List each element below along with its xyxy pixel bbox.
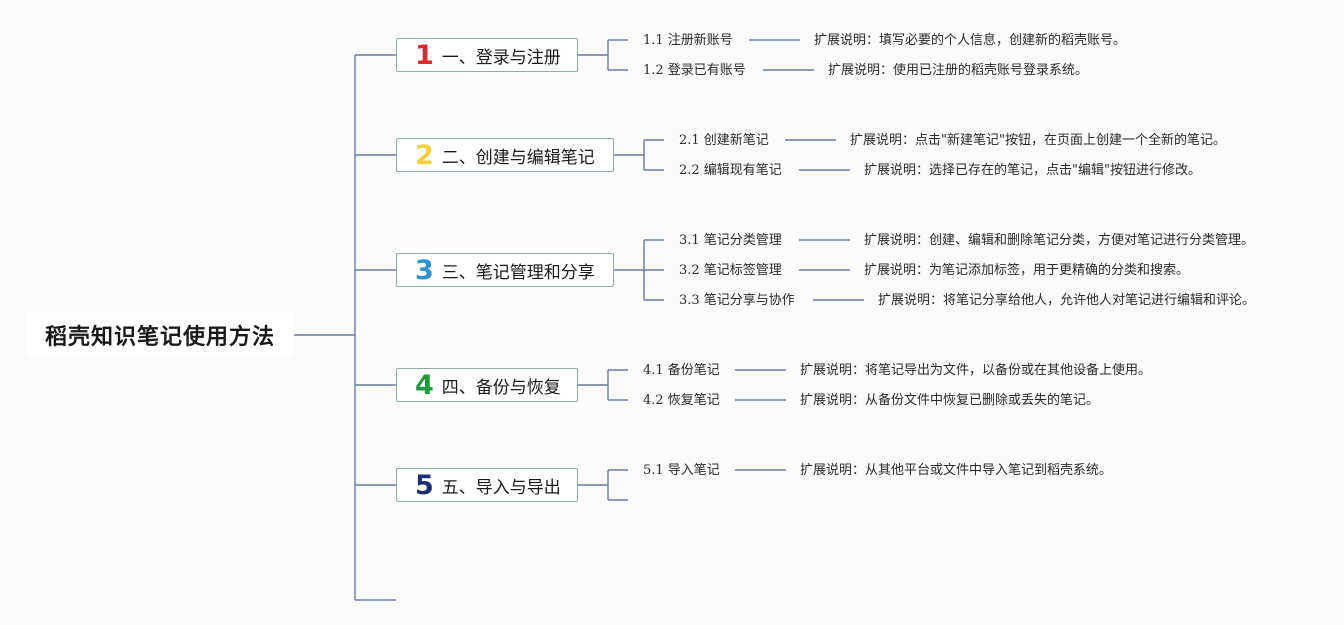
item-5-1[interactable]: 5.1 导入笔记 [643, 463, 720, 478]
item-4-1[interactable]: 4.1 备份笔记 [643, 363, 720, 378]
item-3-2[interactable]: 3.2 笔记标签管理 [679, 263, 782, 278]
item-1-1[interactable]: 1.1 注册新账号 [643, 33, 733, 48]
desc-3-2: 扩展说明：为笔记添加标签，用于更精确的分类和搜索。 [864, 263, 1190, 278]
item-3-1[interactable]: 3.1 笔记分类管理 [679, 233, 782, 248]
section-label: 五、导入与导出 [441, 477, 561, 498]
item-4-2[interactable]: 4.2 恢复笔记 [643, 393, 720, 408]
desc-4-2: 扩展说明：从备份文件中恢复已删除或丢失的笔记。 [800, 393, 1100, 408]
number-1-icon: 1 [415, 39, 434, 71]
section-node-5[interactable]: 5 五、导入与导出 [396, 468, 578, 502]
section-label: 三、笔记管理和分享 [441, 262, 595, 283]
number-2-icon: 2 [415, 139, 434, 171]
section-label: 二、创建与编辑笔记 [441, 147, 595, 168]
item-1-2[interactable]: 1.2 登录已有账号 [643, 63, 746, 78]
desc-2-2: 扩展说明：选择已存在的笔记，点击"编辑"按钮进行修改。 [864, 163, 1201, 178]
desc-1-1: 扩展说明：填写必要的个人信息，创建新的稻壳账号。 [814, 33, 1127, 48]
section-node-2[interactable]: 2 二、创建与编辑笔记 [396, 138, 614, 172]
desc-4-1: 扩展说明：将笔记导出为文件，以备份或在其他设备上使用。 [800, 363, 1152, 378]
desc-5-1: 扩展说明：从其他平台或文件中导入笔记到稻壳系统。 [800, 463, 1113, 478]
number-5-icon: 5 [415, 469, 434, 501]
item-2-2[interactable]: 2.2 编辑现有笔记 [679, 163, 782, 178]
desc-2-1: 扩展说明：点击"新建笔记"按钮，在页面上创建一个全新的笔记。 [850, 133, 1226, 148]
section-label: 一、登录与注册 [441, 47, 561, 68]
section-node-4[interactable]: 4 四、备份与恢复 [396, 368, 578, 402]
item-2-1[interactable]: 2.1 创建新笔记 [679, 133, 769, 148]
root-title: 稻壳知识笔记使用方法 [44, 325, 275, 350]
section-label: 四、备份与恢复 [441, 377, 561, 398]
section-node-1[interactable]: 1 一、登录与注册 [396, 38, 578, 72]
item-3-3[interactable]: 3.3 笔记分享与协作 [679, 293, 795, 308]
number-3-icon: 3 [415, 254, 434, 286]
desc-3-1: 扩展说明：创建、编辑和删除笔记分类，方便对笔记进行分类管理。 [864, 233, 1255, 248]
desc-3-3: 扩展说明：将笔记分享给他人，允许他人对笔记进行编辑和评论。 [878, 293, 1256, 308]
section-node-3[interactable]: 3 三、笔记管理和分享 [396, 253, 614, 287]
desc-1-2: 扩展说明：使用已注册的稻壳账号登录系统。 [828, 63, 1089, 78]
number-4-icon: 4 [415, 369, 434, 401]
root-node[interactable]: 稻壳知识笔记使用方法 [26, 313, 294, 357]
